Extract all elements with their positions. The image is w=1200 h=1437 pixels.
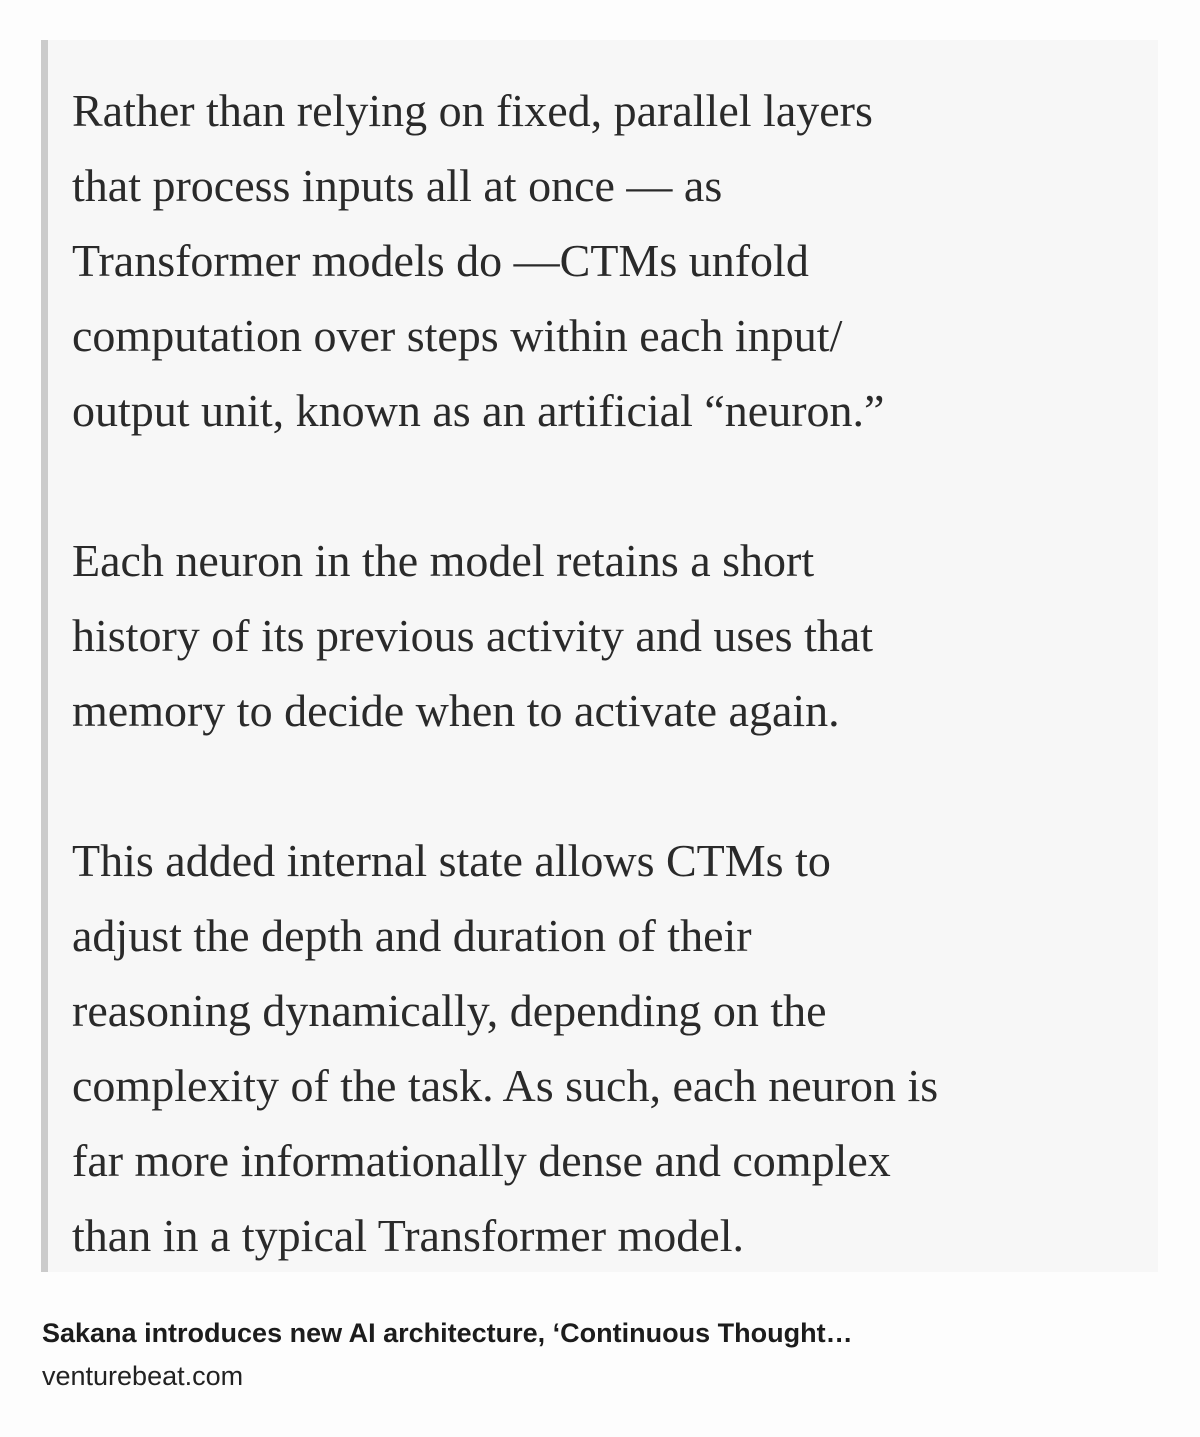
quote-paragraph-2: Each neuron in the model retains a short…	[72, 523, 873, 748]
quote-line: far more informationally dense and compl…	[72, 1135, 891, 1186]
quote-line: history of its previous activity and use…	[72, 610, 874, 661]
quote-line: reasoning dynamically, depending on the	[72, 985, 827, 1036]
quote-paragraph-3: This added internal state allows CTMs to…	[72, 823, 938, 1273]
quote-paragraph-1: Rather than relying on fixed, parallel l…	[72, 73, 884, 448]
quote-line: Each neuron in the model retains a short	[72, 535, 815, 586]
quote-line: than in a typical Transformer model.	[72, 1210, 744, 1261]
quote-line: computation over steps within each input…	[72, 310, 843, 361]
quote-line: Rather than relying on fixed, parallel l…	[72, 85, 873, 136]
quote-line: This added internal state allows CTMs to	[72, 835, 831, 886]
quote-line: complexity of the task. As such, each ne…	[72, 1060, 939, 1111]
link-card-domain: venturebeat.com	[42, 1361, 244, 1391]
quote-line: that process inputs all at once — as	[72, 160, 723, 211]
link-card-title[interactable]: Sakana introduces new AI architecture, ‘…	[42, 1318, 853, 1348]
blockquote: Rather than relying on fixed, parallel l…	[41, 40, 1158, 1272]
link-card[interactable]: Sakana introduces new AI architecture, ‘…	[42, 1318, 853, 1392]
quote-line: memory to decide when to activate again.	[72, 685, 840, 736]
quote-line: Transformer models do —CTMs unfold	[72, 235, 809, 286]
quote-line: adjust the depth and duration of their	[72, 910, 752, 961]
quote-line: output unit, known as an artificial “neu…	[72, 385, 885, 436]
